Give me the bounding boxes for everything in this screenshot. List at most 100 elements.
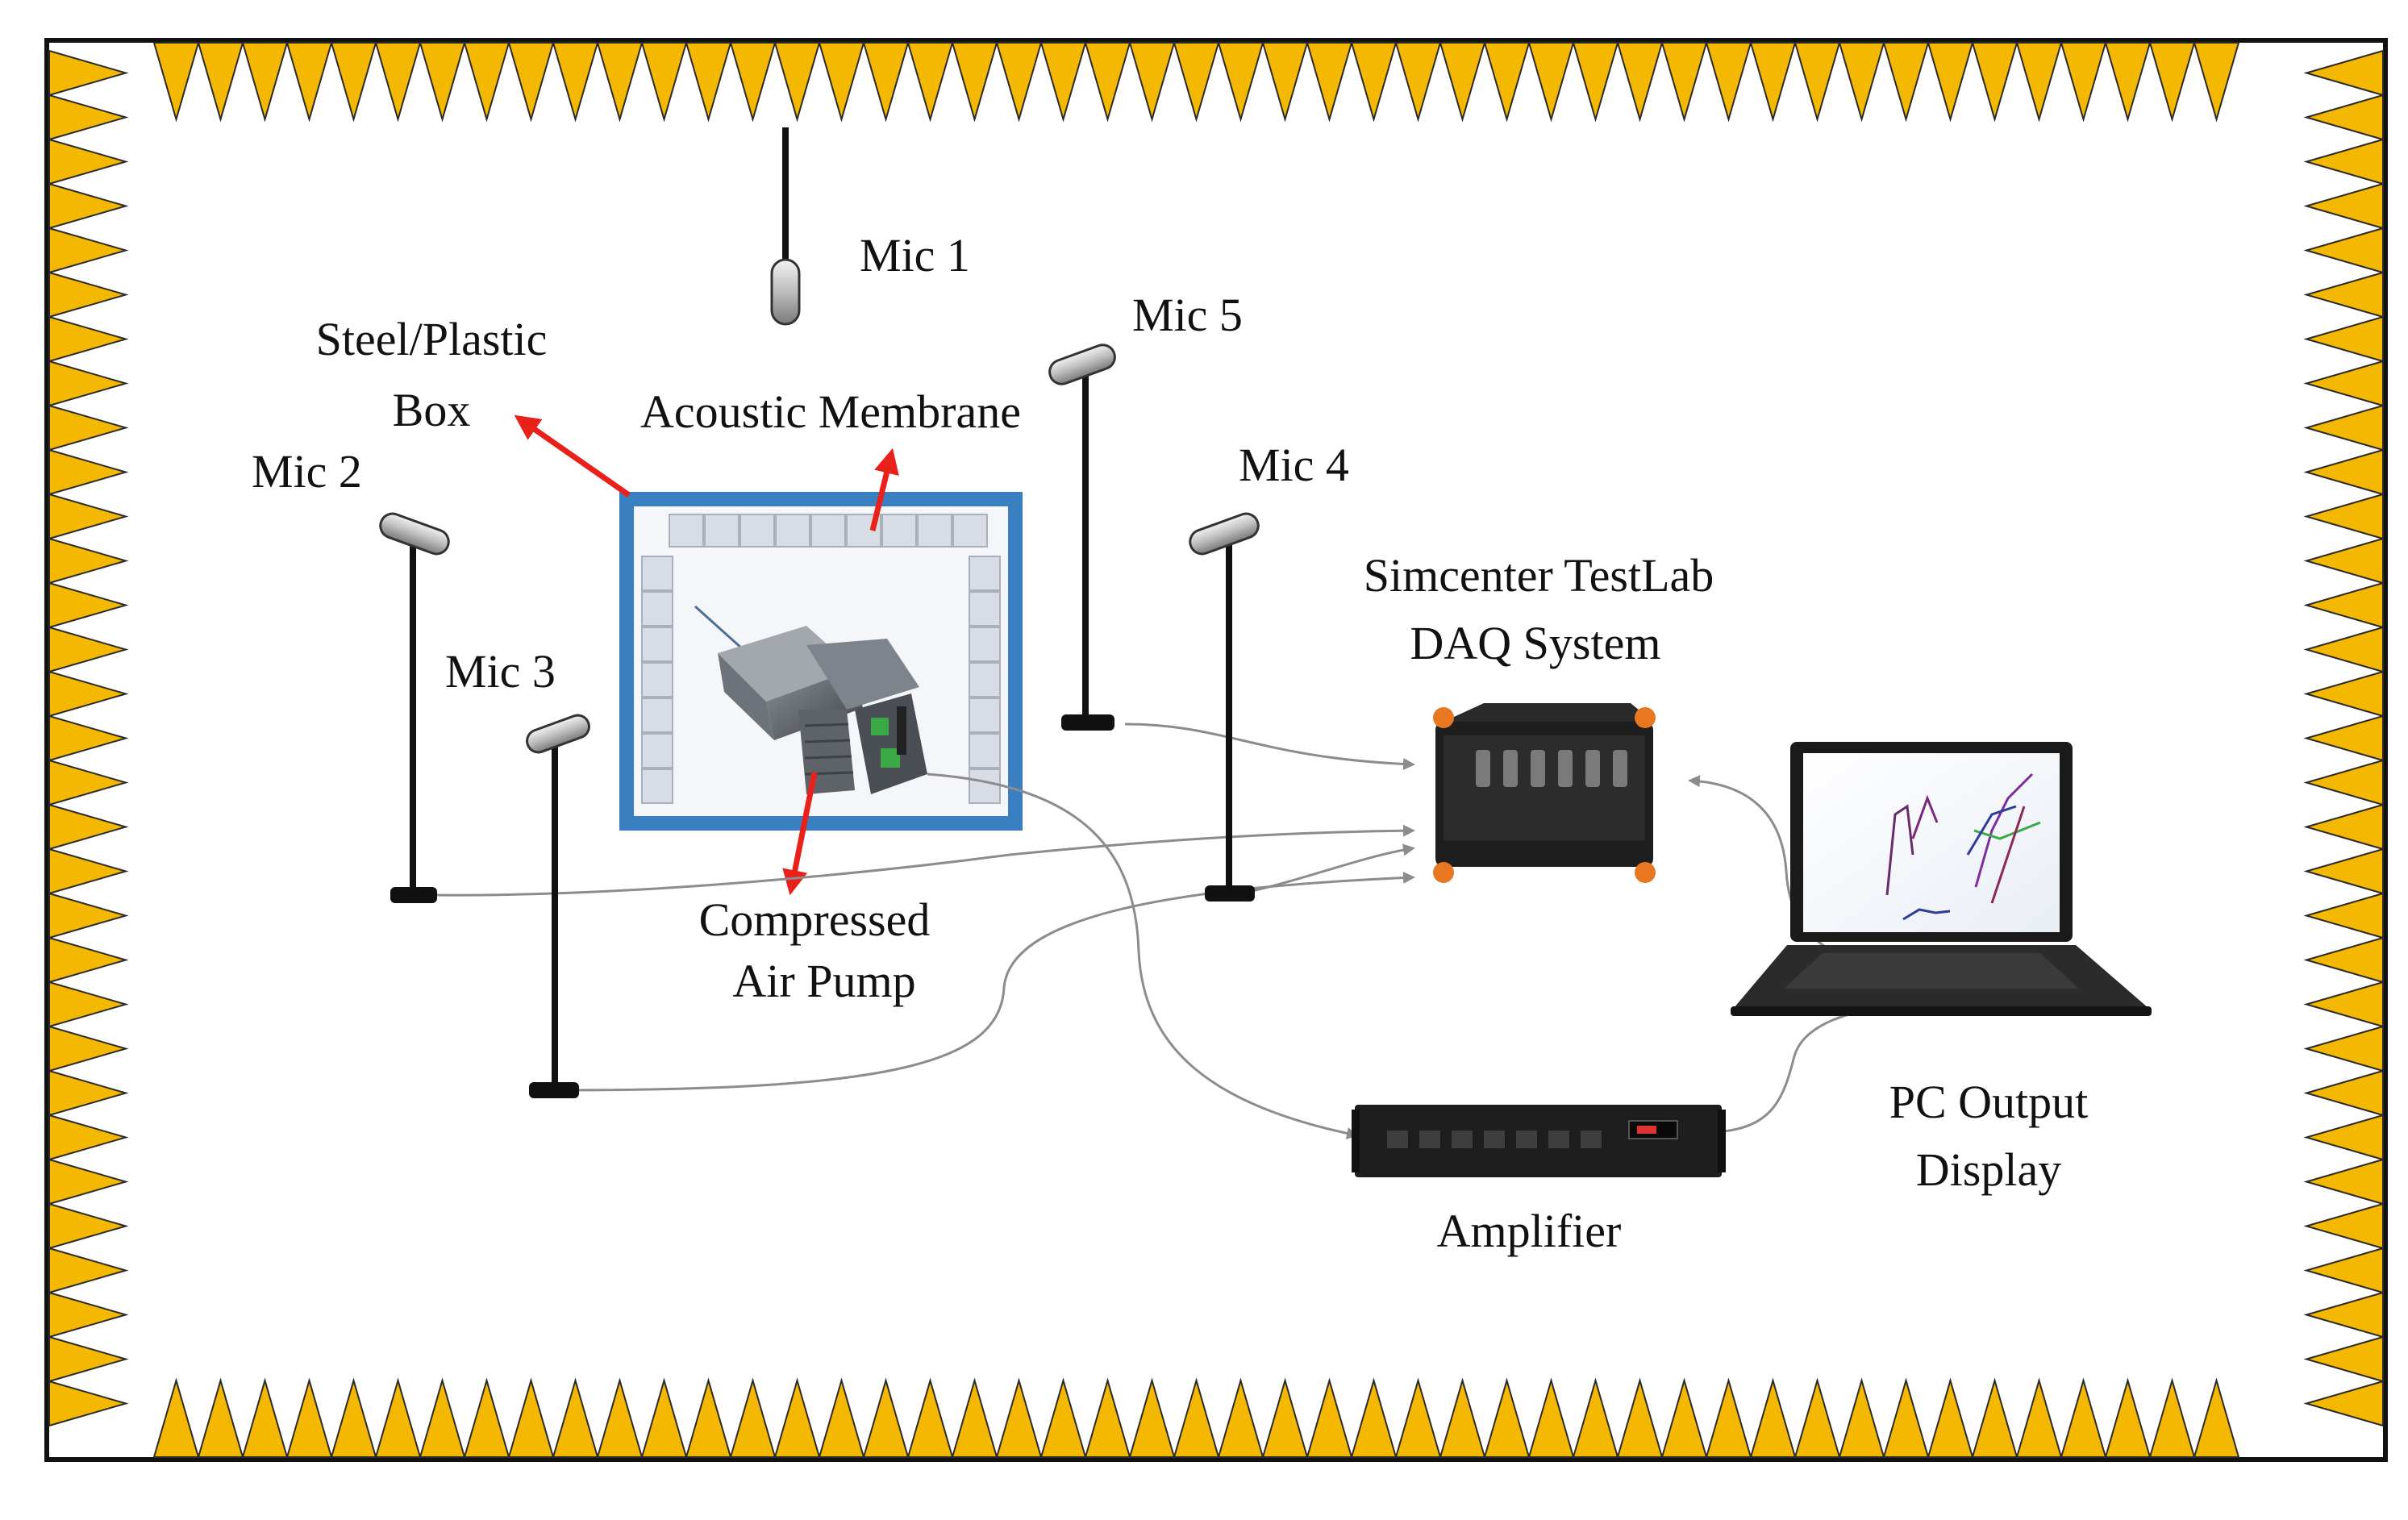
membrane-panel — [641, 662, 673, 698]
acoustic-wedge — [818, 1377, 865, 1458]
label-mic-4: Mic 4 — [1239, 439, 1349, 491]
acoustic-wedge — [48, 803, 129, 851]
laptop-icon — [1731, 742, 2152, 1016]
acoustic-wedge — [729, 1377, 777, 1458]
microphone-icon — [1189, 512, 1260, 556]
mic-1 — [770, 127, 801, 326]
acoustic-wedge — [2303, 138, 2384, 185]
acoustic-wedge — [197, 42, 244, 123]
amplifier-channel — [1484, 1131, 1505, 1148]
acoustic-wedge — [2104, 42, 2152, 123]
acoustic-wedge — [1971, 1377, 2018, 1458]
acoustic-wedge — [2303, 714, 2384, 762]
daq-port — [1476, 750, 1490, 787]
acoustic-wedge — [241, 42, 289, 123]
acoustic-wedge — [2303, 1069, 2384, 1117]
acoustic-wedge — [1394, 1377, 1442, 1458]
acoustic-wedge — [48, 1114, 129, 1161]
acoustic-wedge — [640, 42, 688, 123]
acoustic-wedge — [773, 1377, 821, 1458]
mic-5 — [1048, 344, 1116, 731]
acoustic-wedge — [596, 42, 644, 123]
acoustic-wedge — [1838, 1377, 1885, 1458]
acoustic-wedge — [906, 1377, 954, 1458]
membrane-panel — [810, 514, 846, 548]
label-pointer-arrows — [514, 414, 899, 896]
label-amplifier: Amplifier — [1437, 1205, 1622, 1257]
acoustic-wedge — [2303, 1247, 2384, 1294]
acoustic-wedge — [48, 315, 129, 363]
acoustic-wedge — [1439, 1377, 1486, 1458]
acoustic-wedge — [2303, 581, 2384, 629]
acoustic-wedge — [1660, 42, 1708, 123]
acoustic-wedge — [1173, 42, 1220, 123]
membrane-panel — [641, 768, 673, 804]
acoustic-wedge — [48, 892, 129, 939]
acoustic-wedge — [2303, 670, 2384, 718]
cable-mic5-daq — [1124, 723, 1415, 770]
acoustic-wedge — [2303, 892, 2384, 939]
acoustic-wedge — [48, 1025, 129, 1072]
acoustic-wedge — [2303, 493, 2384, 540]
acoustic-wedge — [48, 670, 129, 718]
acoustic-wedge — [2303, 49, 2384, 97]
amplifier-channel — [1516, 1131, 1537, 1148]
acoustic-wedge — [2303, 360, 2384, 407]
acoustic-wedge — [48, 493, 129, 540]
label-mic-2: Mic 2 — [252, 445, 362, 498]
acoustic-wedge — [48, 537, 129, 585]
membrane-panel — [641, 733, 673, 768]
acoustic-wedge — [2015, 42, 2063, 123]
acoustic-wedges — [48, 42, 2384, 1458]
membrane-panel — [969, 662, 1001, 698]
acoustic-wedge — [1616, 1377, 1664, 1458]
acoustic-wedge — [1128, 1377, 1176, 1458]
acoustic-wedge — [729, 42, 777, 123]
acoustic-wedge — [2148, 42, 2196, 123]
acoustic-wedge — [419, 1377, 466, 1458]
acoustic-wedge — [1616, 42, 1664, 123]
acoustic-wedge — [995, 42, 1043, 123]
acoustic-wedge — [1572, 42, 1619, 123]
acoustic-wedge — [2303, 936, 2384, 984]
daq-port — [1503, 750, 1518, 787]
acoustic-wedge — [48, 1247, 129, 1294]
acoustic-wedge — [1660, 1377, 1708, 1458]
membrane-panel — [969, 768, 1001, 804]
acoustic-wedge — [48, 1335, 129, 1383]
acoustic-wedge — [1483, 1377, 1531, 1458]
acoustic-wedge — [2303, 1291, 2384, 1339]
microphone-icon — [526, 714, 590, 754]
acoustic-wedge — [1527, 42, 1575, 123]
acoustic-wedge — [374, 1377, 422, 1458]
acoustic-wedge — [1483, 42, 1531, 123]
mic-3 — [526, 714, 590, 1098]
label-box-line-1: Steel/Plastic — [316, 313, 548, 365]
acoustic-wedge — [2303, 404, 2384, 452]
acoustic-wedge — [48, 1380, 129, 1427]
acoustic-wedge — [48, 626, 129, 673]
acoustic-wedge — [1084, 1377, 1131, 1458]
mic-4 — [1189, 512, 1260, 902]
acoustic-wedge — [48, 227, 129, 274]
acoustic-wedge — [2303, 271, 2384, 319]
membrane-panel — [969, 591, 1001, 627]
daq-port — [1613, 750, 1627, 787]
amplifier-channel — [1419, 1131, 1440, 1148]
acoustic-wedge — [1882, 1377, 1930, 1458]
membrane-panel — [969, 733, 1001, 768]
acoustic-wedge — [2303, 537, 2384, 585]
acoustic-wedge — [507, 42, 555, 123]
daq-hardware-icon — [1433, 703, 1656, 883]
acoustic-wedge — [241, 1377, 289, 1458]
acoustic-wedge — [419, 42, 466, 123]
acoustic-wedge — [1794, 1377, 1841, 1458]
acoustic-wedge — [862, 42, 910, 123]
acoustic-wedge — [773, 42, 821, 123]
acoustic-wedge — [285, 42, 333, 123]
membrane-panel — [704, 514, 739, 548]
acoustic-wedge — [197, 1377, 244, 1458]
label-box-line-2: Box — [393, 384, 471, 436]
